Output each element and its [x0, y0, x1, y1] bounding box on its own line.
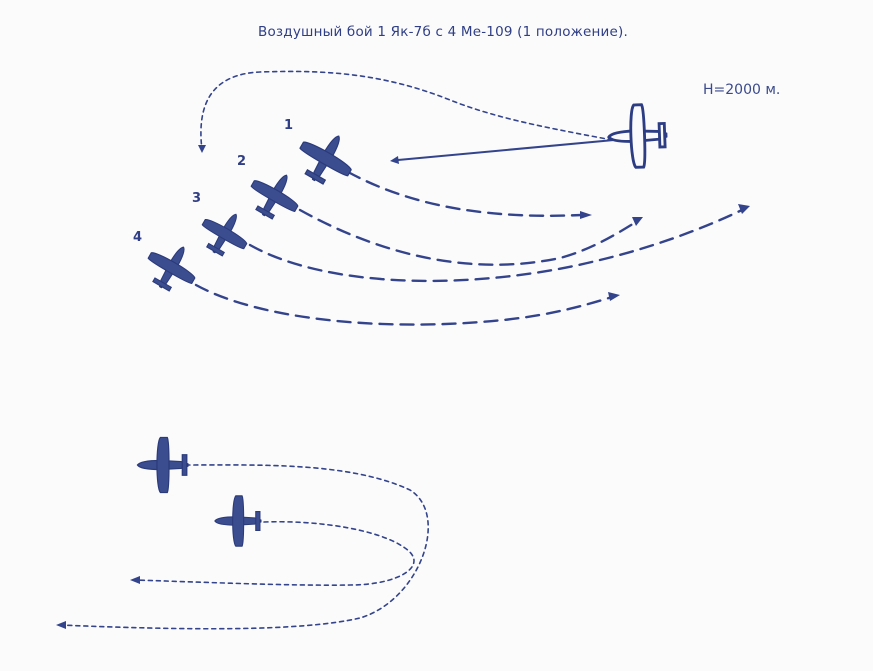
lower-track-outer-arrowhead: [56, 621, 66, 629]
formation-number-2: 2: [237, 154, 247, 169]
fire-line: [397, 139, 615, 161]
track-4: [194, 283, 614, 326]
diagram-title: Воздушный бой 1 Як-7б с 4 Ме-109 (1 поло…: [258, 24, 628, 40]
enemy-fighter-3-icon: [192, 201, 258, 265]
track-3-arrowhead: [738, 204, 750, 214]
formation-number-3: 3: [192, 191, 202, 206]
enemy-fighter-2-icon: [241, 162, 309, 229]
yak-fighter-outline-icon: [606, 102, 669, 170]
lower-fighter-1-icon: [136, 436, 189, 494]
formation-number-1: 1: [284, 118, 294, 133]
lower-track-inner: [133, 520, 415, 586]
track-3: [248, 208, 744, 283]
track-1: [346, 170, 584, 217]
loop-arrowhead: [198, 145, 206, 153]
enemy-fighter-4-icon: [138, 234, 206, 301]
track-2: [298, 208, 638, 266]
track-4-arrowhead: [608, 292, 620, 301]
enemy-fighter-1-icon: [289, 121, 364, 195]
track-2-arrowhead: [632, 217, 643, 226]
formation-number-4: 4: [133, 230, 143, 245]
loop-track: [200, 70, 613, 151]
lower-fighter-2-icon: [214, 495, 262, 547]
fire-line-arrowhead: [390, 156, 399, 164]
altitude-label: Н=2000 м.: [703, 82, 781, 98]
track-1-arrowhead: [580, 211, 592, 219]
lower-track-outer: [59, 464, 429, 630]
lower-track-inner-arrowhead: [130, 576, 140, 584]
